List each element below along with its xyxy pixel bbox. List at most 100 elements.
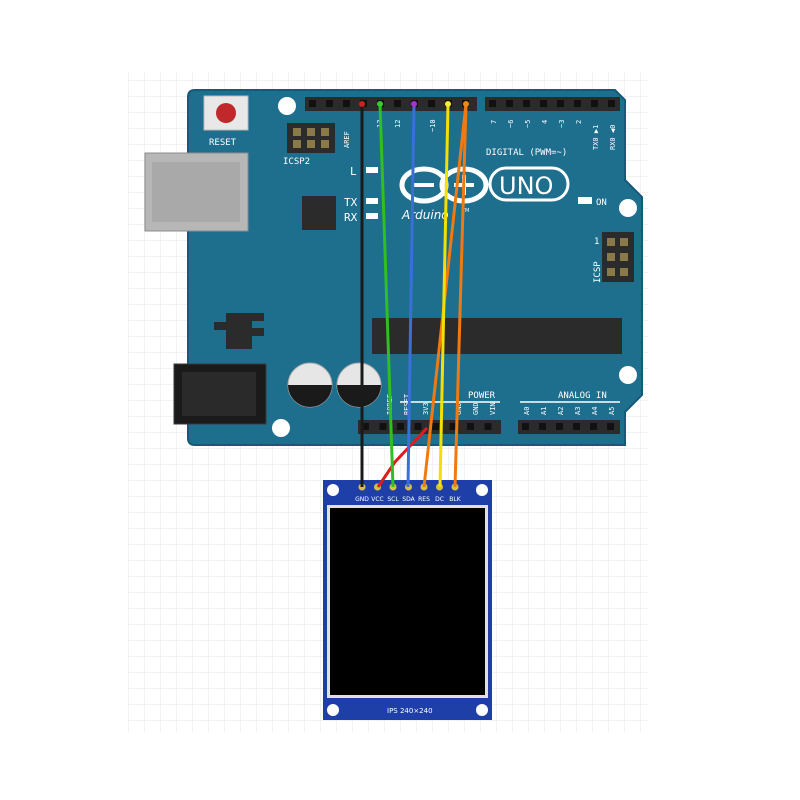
pin-label-a3: A3	[574, 407, 582, 415]
board-name: UNO	[499, 172, 553, 200]
pin-label-a1: A1	[540, 407, 548, 415]
display-mount-hole	[327, 704, 339, 716]
pin-label-aref: AREF	[343, 131, 351, 148]
header-pin	[557, 100, 564, 107]
display-mount-hole	[327, 484, 339, 496]
mount-hole	[272, 419, 290, 437]
capacitor	[336, 362, 382, 408]
display-pin-label-res: RES	[418, 496, 430, 503]
icsp-header	[602, 232, 634, 282]
mount-hole	[619, 366, 637, 384]
brand-name: Arduino	[401, 208, 449, 222]
pin-label-rx0: RX0 ◀0	[609, 125, 617, 150]
display-pin-label-dc: DC	[435, 496, 444, 503]
icsp2-label: ICSP2	[283, 157, 310, 167]
display-pin-label-sda: SDA	[402, 496, 415, 503]
pin-label-a2: A2	[557, 407, 565, 415]
digital-label: DIGITAL (PWM=~)	[486, 148, 567, 158]
voltage-regulator	[214, 313, 264, 349]
pin-label-4: 4	[541, 120, 549, 124]
wire-scl	[378, 103, 395, 488]
header-pin	[309, 100, 316, 107]
board-pcb	[187, 89, 643, 446]
header-pin	[326, 100, 333, 107]
display-pin-label-vcc: VCC	[371, 496, 383, 503]
usb-chip	[302, 196, 336, 230]
header-pin	[379, 423, 387, 430]
display-mount-hole	[476, 704, 488, 716]
pin-label-gnd2: GND	[472, 402, 480, 415]
led-l-label: L	[350, 165, 357, 178]
header-pin	[506, 100, 513, 107]
wire-dc	[438, 103, 450, 488]
display-model-label: IPS 240×240	[387, 707, 433, 715]
pin-label-7: 7	[490, 120, 498, 124]
header-pin	[432, 423, 439, 430]
pin-label-reset: RESET	[403, 393, 411, 415]
pin-label-3: ~3	[558, 120, 566, 128]
analog-header	[518, 420, 620, 434]
pin-label-tx1: TX0 ▶1	[592, 125, 600, 150]
header-pin	[343, 100, 350, 107]
wire-sda	[406, 103, 416, 488]
pin-label-10: ~10	[429, 119, 437, 132]
pin-label-3v3: 3V3	[422, 402, 430, 415]
header-pin	[522, 423, 529, 430]
wire-end-sda	[411, 101, 417, 107]
reset-button[interactable]	[216, 103, 236, 123]
pin-label-gnd1: GND	[455, 402, 463, 415]
led-rx	[366, 213, 378, 219]
on-label: ON	[596, 198, 607, 208]
reset-label: RESET	[209, 138, 237, 148]
display-screen	[330, 508, 485, 695]
header-pin	[467, 423, 474, 430]
led-tx-label: TX	[344, 196, 358, 209]
tft-display-module: IPS 240×240	[323, 480, 492, 720]
display-pin-label-gnd: GND	[355, 496, 369, 503]
pin-label-a5: A5	[608, 407, 616, 415]
digital-pin-labels: AREF 13 12 ~10 7 ~6 ~5 4 ~3 2 TX0 ▶1 RX0…	[343, 119, 617, 150]
led-tx	[366, 198, 378, 204]
pin-label-6: ~6	[507, 120, 515, 128]
header-pin	[394, 100, 401, 107]
pin-label-5: ~5	[524, 120, 532, 128]
header-pin	[573, 423, 580, 430]
header-pin	[484, 423, 492, 430]
power-label: POWER	[468, 391, 496, 401]
header-pin	[489, 100, 496, 107]
header-pin	[607, 423, 614, 430]
mount-hole	[619, 199, 637, 217]
pin-label-2: 2	[575, 120, 583, 124]
led-l	[366, 167, 378, 173]
bottom-pin-labels: IOREF RESET 3V3 GND GND VIN A0 A1 A2 A3 …	[386, 393, 616, 415]
header-pin	[590, 423, 597, 430]
mount-hole	[278, 97, 296, 115]
pin-label-a0: A0	[523, 407, 531, 415]
wire-end-scl	[377, 101, 383, 107]
usb-connector-inner	[152, 162, 240, 222]
header-pin	[523, 100, 530, 107]
header-pin	[449, 423, 457, 430]
dc-jack-inner	[182, 372, 256, 416]
icsp-label: ICSP	[593, 261, 603, 283]
icsp2-header	[287, 123, 335, 153]
bottom-header-pins	[362, 423, 614, 430]
icsp-pin1: 1	[594, 237, 599, 247]
wire-blk	[453, 103, 468, 488]
header-pin	[591, 100, 598, 107]
wire-end-gnd	[359, 101, 365, 107]
wire-vcc	[376, 426, 429, 488]
wire-end-dc	[445, 101, 451, 107]
digital-header-right	[485, 97, 620, 111]
wires	[359, 101, 469, 488]
trademark: TM	[461, 208, 469, 214]
header-pin	[556, 423, 563, 430]
capacitor	[287, 362, 333, 408]
led-rx-label: RX	[344, 211, 358, 224]
pin-label-12: 12	[394, 120, 402, 128]
display-mount-hole	[476, 484, 488, 496]
header-pin	[428, 100, 435, 107]
display-pin-label-scl: SCL	[387, 496, 399, 503]
